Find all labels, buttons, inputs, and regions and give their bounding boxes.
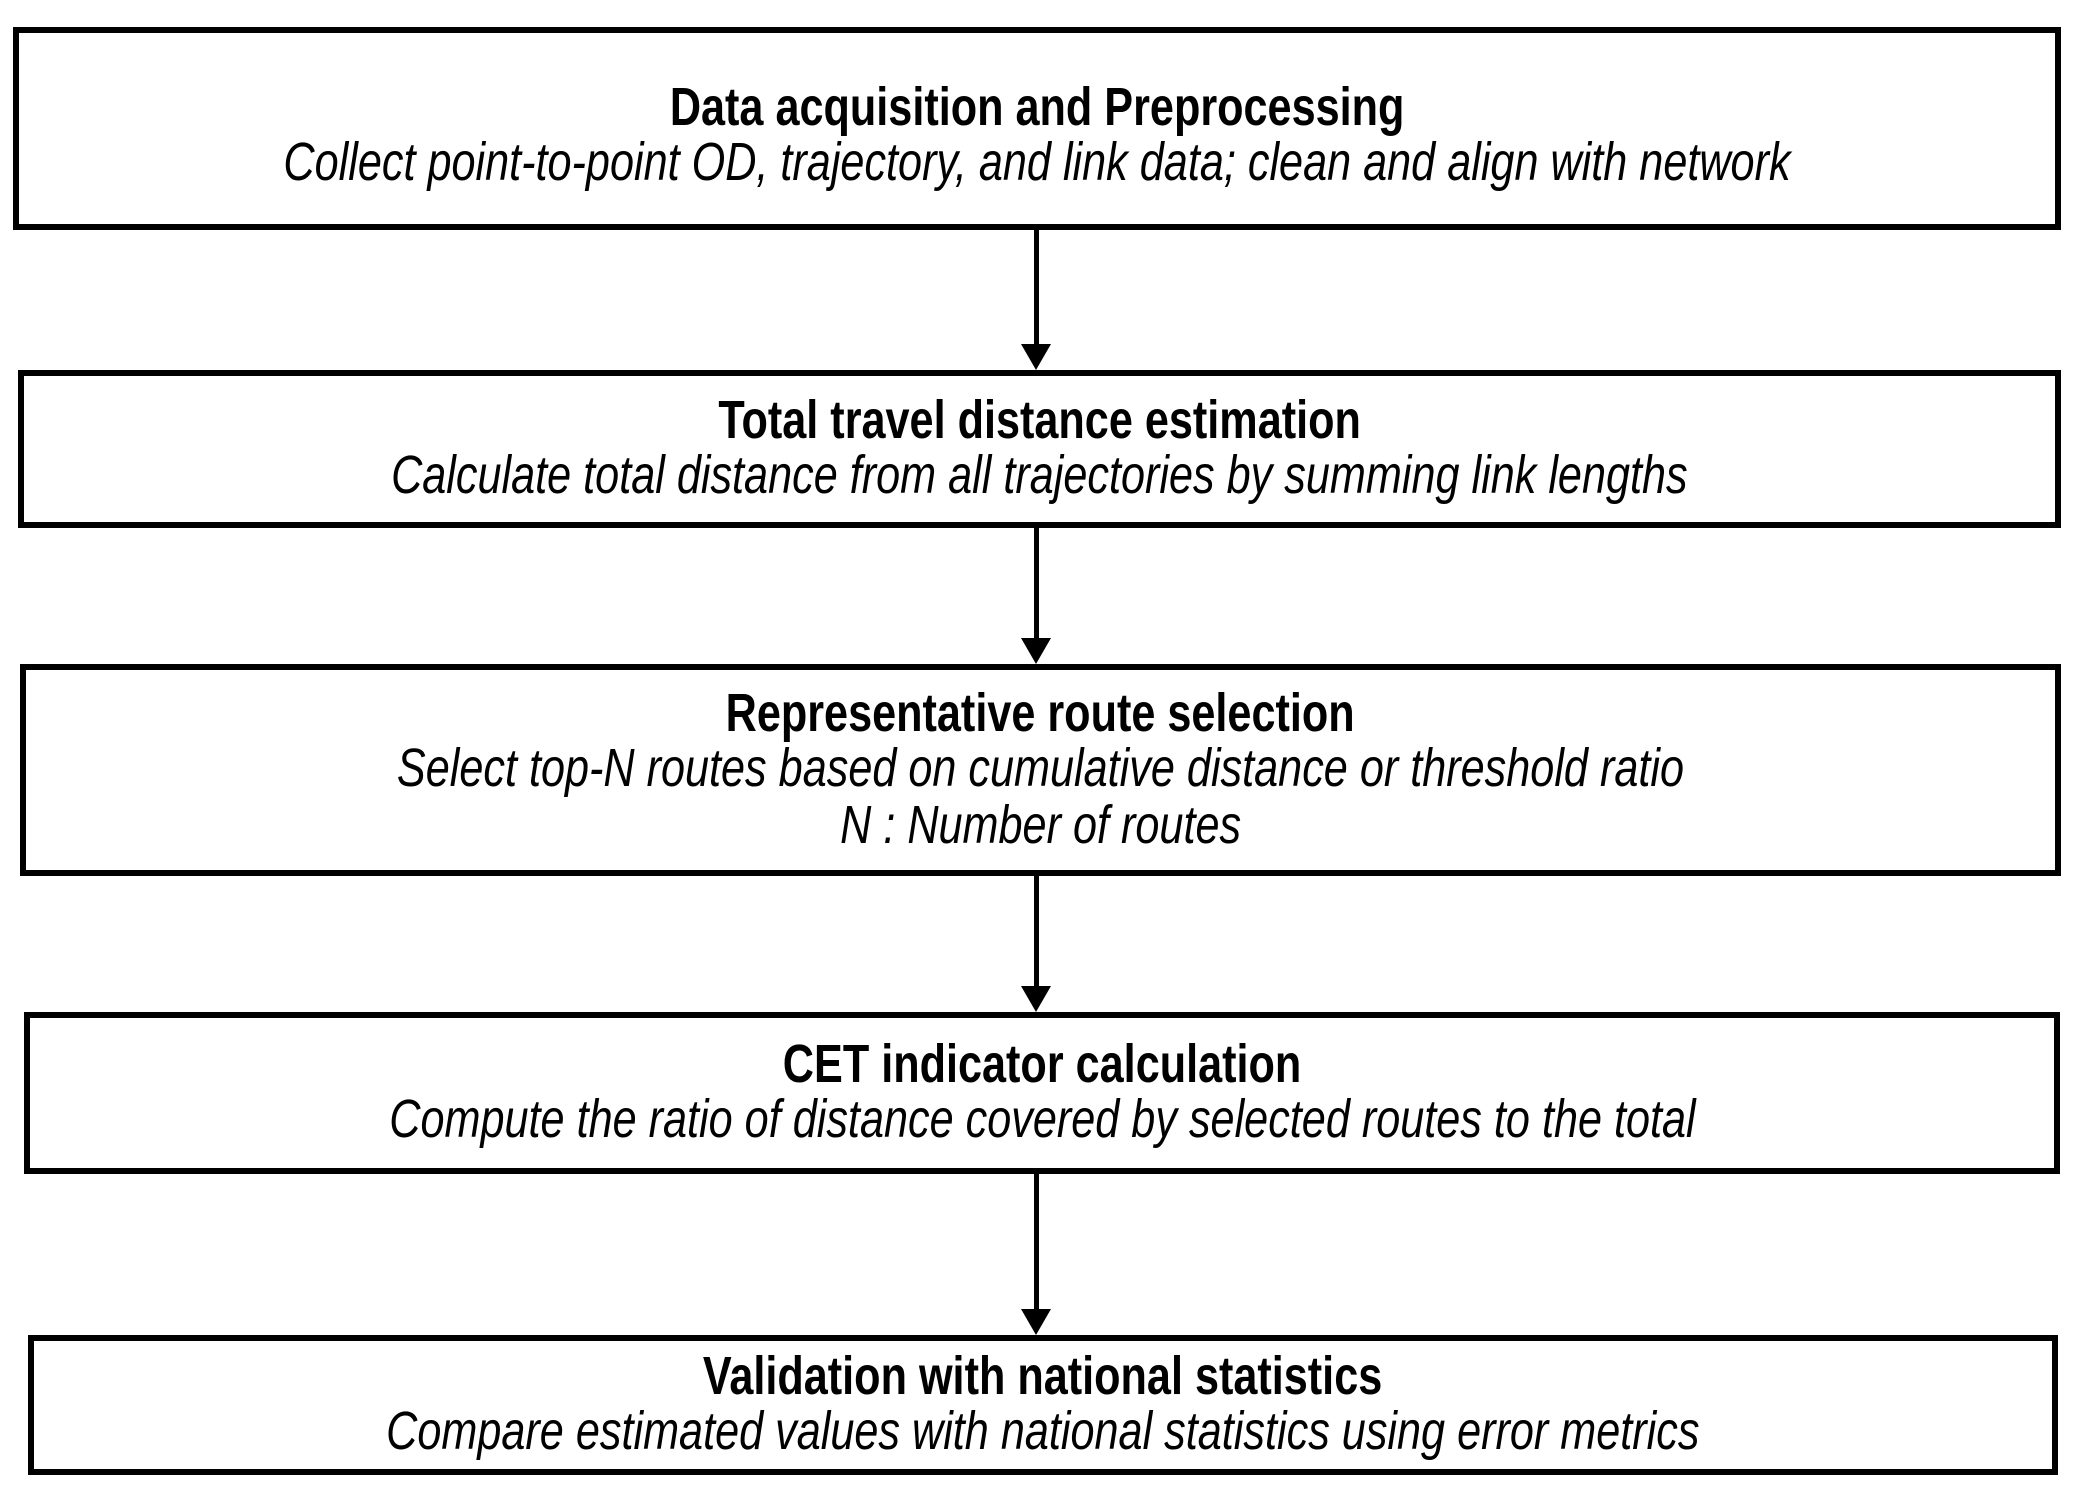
arrow-shaft bbox=[1034, 1174, 1039, 1309]
flow-node-description: Collect point-to-point OD, trajectory, a… bbox=[95, 131, 1979, 192]
flow-node-description-line: Select top-N routes based on cumulative … bbox=[396, 737, 1685, 798]
down-arrow-icon bbox=[1019, 230, 1053, 370]
flow-node-description-line: N : Number of routes bbox=[840, 795, 1241, 855]
flow-node-data-acquisition-and-preprocessing: Data acquisition and Preprocessing Colle… bbox=[13, 27, 2061, 230]
down-arrow-icon bbox=[1019, 1174, 1053, 1335]
flow-node-description: Compare estimated values with national s… bbox=[222, 1403, 1864, 1460]
flow-node-title: Data acquisition and Preprocessing bbox=[669, 76, 1405, 137]
arrow-shaft bbox=[1034, 230, 1039, 344]
flow-node-description-line: Calculate total distance from all trajec… bbox=[391, 445, 1688, 506]
flow-node-validation-with-national-statistics: Validation with national statistics Comp… bbox=[28, 1335, 2058, 1475]
flow-node-title: Representative route selection bbox=[725, 682, 1356, 743]
flow-node-title: CET indicator calculation bbox=[782, 1034, 1302, 1095]
down-arrow-icon bbox=[1019, 528, 1053, 664]
flow-node-description-line: Compare estimated values with national s… bbox=[386, 1401, 1700, 1462]
arrow-shaft bbox=[1034, 528, 1039, 638]
flow-node-description-line: Collect point-to-point OD, trajectory, a… bbox=[283, 131, 1791, 192]
flow-node-total-travel-distance-estimation: Total travel distance estimation Calcula… bbox=[18, 370, 2061, 528]
flow-node-cet-indicator-calculation: CET indicator calculation Compute the ra… bbox=[24, 1012, 2060, 1174]
arrow-head bbox=[1021, 1309, 1051, 1335]
flow-node-description: Calculate total distance from all trajec… bbox=[229, 447, 1850, 504]
flow-node-title: Total travel distance estimation bbox=[718, 390, 1361, 451]
flow-node-description-line: Compute the ratio of distance covered by… bbox=[388, 1089, 1696, 1150]
arrow-head bbox=[1021, 344, 1051, 370]
flow-node-description: Select top-N routes based on cumulative … bbox=[236, 737, 1845, 855]
flow-node-representative-route-selection: Representative route selection Select to… bbox=[20, 664, 2061, 876]
flow-node-title: Validation with national statistics bbox=[703, 1346, 1383, 1407]
flow-node-description: Compute the ratio of distance covered by… bbox=[226, 1091, 1859, 1148]
arrow-head bbox=[1021, 638, 1051, 664]
arrow-shaft bbox=[1034, 876, 1039, 986]
down-arrow-icon bbox=[1019, 876, 1053, 1012]
arrow-head bbox=[1021, 986, 1051, 1012]
